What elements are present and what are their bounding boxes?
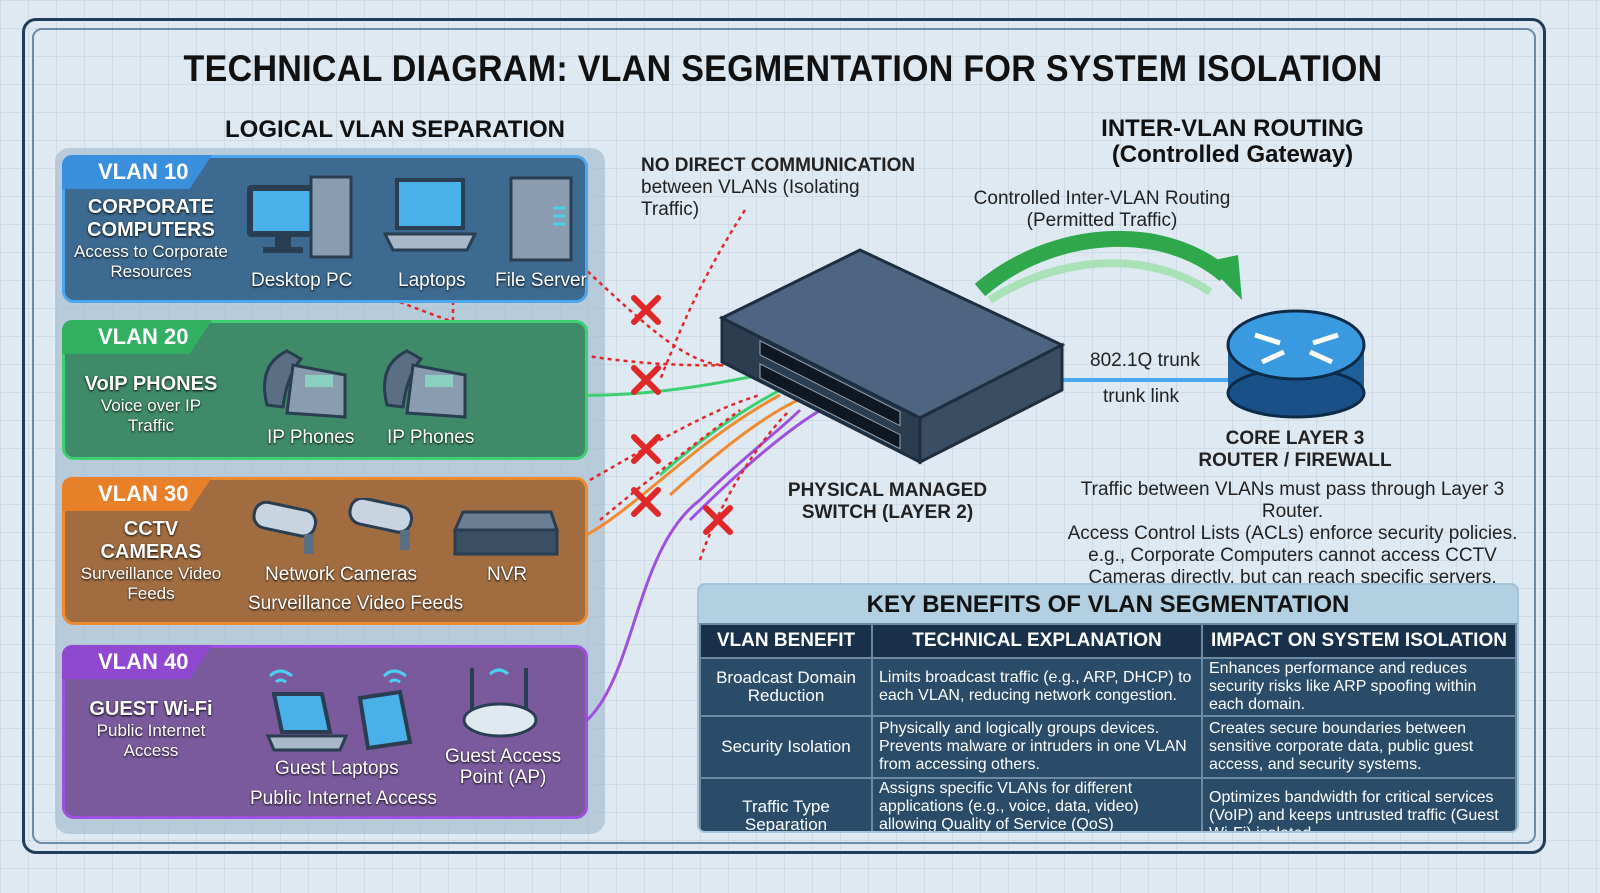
vlan-name: CORPORATE — [87, 196, 215, 218]
vlan-sub: Feeds — [127, 584, 175, 603]
file-server-icon — [509, 176, 573, 262]
note-line: e.g., Corporate Computers cannot access … — [1088, 545, 1497, 566]
device-label: IP Phones — [387, 427, 475, 448]
device-label: Laptops — [398, 270, 466, 291]
vlan-tag: VLAN 30 — [62, 477, 212, 511]
cell: Security Isolation — [699, 715, 873, 779]
note-line: NO DIRECT COMMUNICATION — [641, 155, 916, 176]
page-title: TECHNICAL DIAGRAM: VLAN SEGMENTATION FOR… — [183, 48, 1383, 89]
vlan-sub: Voice over IP — [100, 396, 202, 415]
cell: Limits broadcast traffic (e.g., ARP, DHC… — [871, 657, 1203, 717]
vlan-sub: Surveillance Video — [80, 564, 222, 583]
vlan-tag: VLAN 40 — [62, 645, 212, 679]
cell: Optimizes bandwidth for critical service… — [1201, 777, 1517, 831]
vlan-sub: Traffic — [127, 416, 175, 435]
note-line: Controlled Inter-VLAN Routing — [973, 188, 1231, 209]
ip-phone-icon — [263, 349, 347, 419]
device-label: Network Cameras — [265, 564, 418, 585]
device-label: Guest Laptops — [275, 758, 399, 779]
note-line: Traffic between VLANs must pass through … — [1080, 479, 1505, 522]
trunk-label: 802.1Q trunk — [1090, 350, 1200, 371]
note-line: (Permitted Traffic) — [1026, 210, 1178, 231]
device-label: Desktop PC — [251, 270, 353, 291]
column-header: IMPACT ON SYSTEM ISOLATION — [1201, 623, 1517, 659]
routing-heading: INTER-VLAN ROUTING (Controlled Gateway) — [1060, 116, 1405, 168]
vlan-sub: Access — [123, 741, 179, 760]
device-label-line: Guest Access — [445, 746, 562, 767]
outer-frame — [22, 18, 1546, 854]
vlan-name: GUEST Wi-Fi — [89, 698, 213, 720]
trunk-link-label: trunk link — [1103, 386, 1180, 407]
router-description: Traffic between VLANs must pass through … — [1060, 479, 1525, 589]
vlan-name: CCTV — [123, 518, 179, 540]
device-label: File Server — [495, 270, 587, 291]
cell: Broadcast Domain Reduction — [699, 657, 873, 717]
laptop-icon — [383, 178, 478, 252]
router-icon — [1226, 309, 1366, 419]
desktop-pc-icon — [247, 175, 353, 259]
guest-laptop-icon — [265, 669, 413, 752]
switch-icon — [718, 248, 1066, 465]
note-line: Traffic) — [641, 199, 700, 220]
cell: Physically and logically groups devices.… — [871, 715, 1203, 779]
column-header: TECHNICAL EXPLANATION — [871, 623, 1203, 659]
permitted-arrow — [974, 230, 1231, 297]
trunk-green — [659, 383, 791, 477]
routing-heading-line2: (Controlled Gateway) — [1111, 141, 1354, 168]
vlan-name: CAMERAS — [100, 541, 202, 563]
cell: Traffic Type Separation — [699, 777, 873, 831]
vlan-name: VoIP PHONES — [84, 373, 218, 395]
logical-heading: LOGICAL VLAN SEPARATION — [224, 116, 565, 143]
vlan-sub: Resources — [110, 262, 192, 281]
routing-heading-line1: INTER-VLAN ROUTING — [1101, 115, 1364, 142]
vlan-tag: VLAN 10 — [62, 155, 212, 189]
access-point-icon — [462, 668, 538, 738]
note-line: SWITCH (LAYER 2) — [801, 502, 974, 523]
column-header: VLAN BENEFIT — [699, 623, 873, 659]
device-label: NVR — [487, 564, 528, 585]
vlan-name: COMPUTERS — [87, 219, 215, 241]
cell: Assigns specific VLANs for different app… — [871, 777, 1203, 831]
device-label: IP Phones — [267, 427, 355, 448]
vlan-sub: Access to Corporate — [73, 242, 228, 261]
no-direct-note: NO DIRECT COMMUNICATION between VLANs (I… — [641, 155, 915, 221]
cell: Creates secure boundaries between sensit… — [1201, 715, 1517, 779]
inner-frame — [32, 28, 1536, 844]
note-line: Access Control Lists (ACLs) enforce secu… — [1067, 523, 1518, 544]
table-title: KEY BENEFITS OF VLAN SEGMENTATION — [699, 585, 1517, 623]
note-line: PHYSICAL MANAGED — [787, 480, 988, 501]
network-camera-icon — [252, 498, 414, 554]
device-sublabel: Public Internet Access — [250, 788, 437, 809]
controlled-note: Controlled Inter-VLAN Routing (Permitted… — [962, 188, 1242, 232]
ip-phone-icon — [383, 349, 467, 419]
vlan-tag: VLAN 20 — [62, 320, 212, 354]
note-line: CORE LAYER 3 — [1225, 428, 1365, 449]
vlan40-link — [539, 408, 802, 740]
note-line: ROUTER / FIREWALL — [1198, 450, 1392, 471]
device-sublabel: Surveillance Video Feeds — [248, 593, 464, 614]
benefits-table: KEY BENEFITS OF VLAN SEGMENTATION VLAN B… — [697, 583, 1519, 833]
vlan30-link — [559, 393, 781, 550]
note-line: between VLANs (Isolating — [641, 177, 860, 198]
nvr-icon — [452, 510, 560, 556]
device-label-line: Point (AP) — [459, 767, 547, 788]
note-line: Cameras directly, but can reach specific… — [1088, 567, 1497, 588]
cell: Enhances performance and reduces securit… — [1201, 657, 1517, 717]
vlan-sub: Public Internet — [96, 721, 206, 740]
